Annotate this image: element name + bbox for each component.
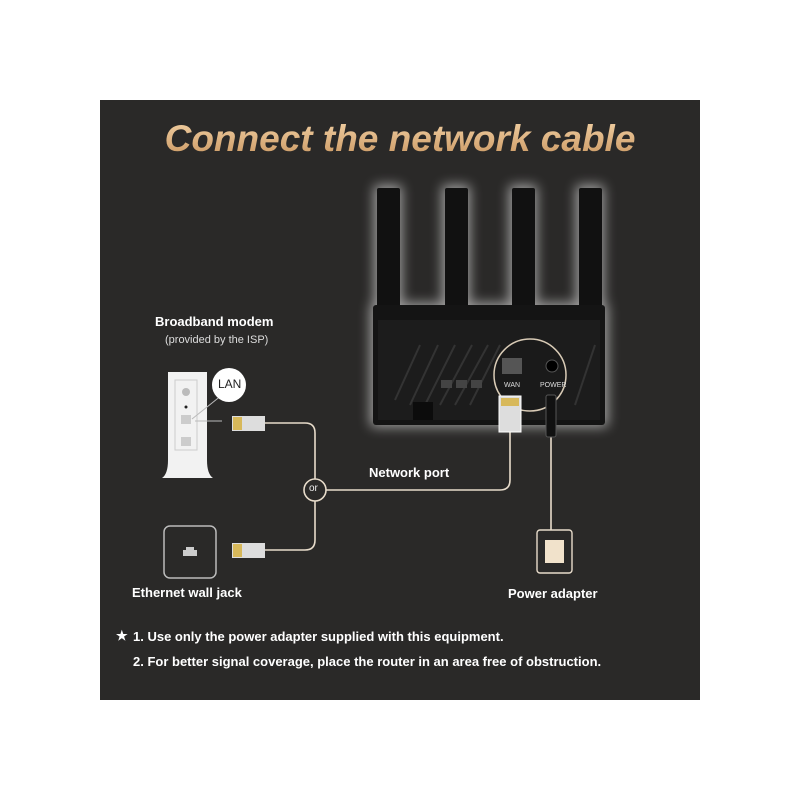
lan-label: LAN (218, 377, 242, 391)
wan-label: WAN (504, 382, 521, 389)
power-adapter-label: Power adapter (508, 586, 598, 601)
modem-label: Broadband modem (155, 314, 274, 329)
page-title: Connect the network cable (0, 118, 800, 160)
ethernet-wall-jack (163, 525, 217, 579)
power-plug (545, 394, 557, 438)
star-icon: ★ (116, 628, 128, 643)
power-adapter (536, 529, 573, 574)
network-port-label: Network port (369, 465, 450, 480)
lan-ports (441, 380, 482, 388)
or-junction (303, 478, 327, 502)
note-1: 1. Use only the power adapter supplied w… (133, 629, 504, 644)
power-label: POWER (540, 382, 567, 389)
wall-jack-label: Ethernet wall jack (132, 585, 242, 600)
rj45-router-plug (498, 395, 522, 433)
rj45-modem-plug (232, 416, 265, 431)
rj45-walljack-plug (232, 543, 265, 558)
note-2: 2. For better signal coverage, place the… (133, 654, 602, 669)
lan-callout (212, 368, 246, 402)
modem-sublabel: (provided by the ISP) (165, 334, 269, 346)
wan-port (502, 358, 522, 374)
or-label: or (309, 483, 318, 494)
router (373, 188, 605, 425)
broadband-modem (162, 368, 246, 478)
power-port (545, 359, 559, 373)
